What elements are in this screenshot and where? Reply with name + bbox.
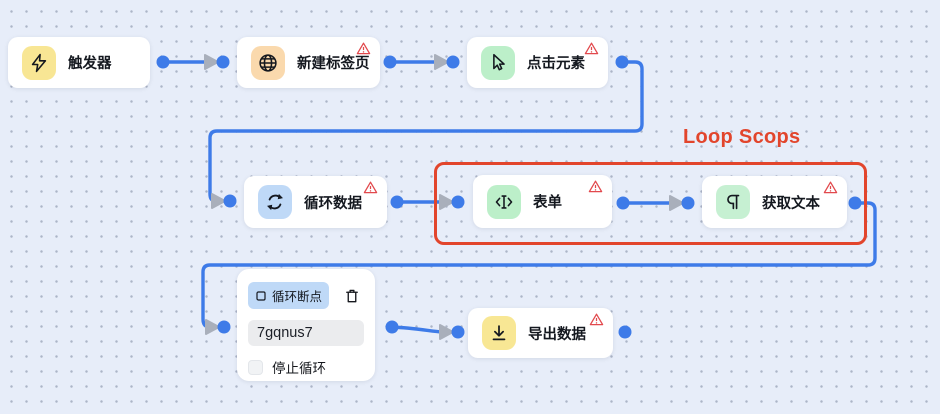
node-label: 获取文本 xyxy=(762,195,820,212)
warning-icon xyxy=(589,312,604,327)
edge[interactable] xyxy=(208,60,644,203)
trash-icon[interactable] xyxy=(343,287,361,305)
edge-arrowhead xyxy=(439,194,454,210)
input-port[interactable] xyxy=(451,325,465,339)
lightning-icon xyxy=(22,45,56,80)
warning-icon xyxy=(584,41,599,56)
node-click-element[interactable]: 点击元素 xyxy=(467,37,608,88)
node-get-text[interactable]: 获取文本 xyxy=(702,176,847,228)
node-export-data[interactable]: 导出数据 xyxy=(468,308,613,358)
warning-icon xyxy=(356,41,371,56)
edge-arrowhead xyxy=(211,193,226,209)
node-label: 新建标签页 xyxy=(297,56,370,72)
node-new-tab[interactable]: 新建标签页 xyxy=(237,37,380,88)
edge-arrowhead xyxy=(434,54,449,70)
input-port[interactable] xyxy=(217,320,231,334)
node-loop-data[interactable]: 循环数据 xyxy=(244,176,387,228)
edge-arrowhead xyxy=(205,319,220,335)
warning-icon xyxy=(363,180,378,195)
input-port[interactable] xyxy=(681,196,695,210)
output-port[interactable] xyxy=(385,320,399,334)
node-trigger[interactable]: 触发器 xyxy=(8,37,150,88)
stop-loop-label: 停止循环 xyxy=(272,361,326,376)
node-label: 触发器 xyxy=(68,56,112,72)
output-port[interactable] xyxy=(848,196,862,210)
node-label: 循环数据 xyxy=(304,195,362,212)
input-port[interactable] xyxy=(446,55,460,69)
edge[interactable] xyxy=(390,325,444,334)
edge-arrowhead xyxy=(204,54,219,70)
loop-icon xyxy=(258,185,292,219)
output-port[interactable] xyxy=(616,196,630,210)
text-cursor-icon xyxy=(487,184,521,219)
stop-loop-checkbox[interactable] xyxy=(248,359,263,375)
loop-id-input[interactable] xyxy=(248,320,364,346)
globe-icon xyxy=(251,45,285,80)
output-port[interactable] xyxy=(618,325,632,339)
loop-breakpoint-badge: 循环断点 xyxy=(248,282,330,309)
pilcrow-icon xyxy=(716,185,750,219)
node-form[interactable]: 表单 xyxy=(473,175,612,228)
node-loop-breakpoint[interactable]: 循环断点 停止循环 xyxy=(237,269,375,381)
input-port[interactable] xyxy=(451,195,465,209)
output-port[interactable] xyxy=(615,55,629,69)
cursor-icon xyxy=(481,45,515,80)
input-port[interactable] xyxy=(223,194,237,208)
warning-icon xyxy=(823,180,838,195)
node-label: 导出数据 xyxy=(528,326,586,343)
warning-icon xyxy=(588,179,603,194)
badge-label: 循环断点 xyxy=(272,290,323,304)
node-label: 表单 xyxy=(533,195,562,211)
input-port[interactable] xyxy=(216,55,230,69)
output-port[interactable] xyxy=(390,195,404,209)
output-port[interactable] xyxy=(156,55,170,69)
edge-arrowhead xyxy=(669,195,684,211)
edge[interactable] xyxy=(201,201,877,329)
output-port[interactable] xyxy=(383,55,397,69)
stop-square-icon xyxy=(255,290,267,302)
download-icon xyxy=(482,316,516,350)
loop-scope-label: Loop Scops xyxy=(683,126,801,148)
edge-arrowhead xyxy=(439,324,454,340)
node-label: 点击元素 xyxy=(527,56,585,72)
